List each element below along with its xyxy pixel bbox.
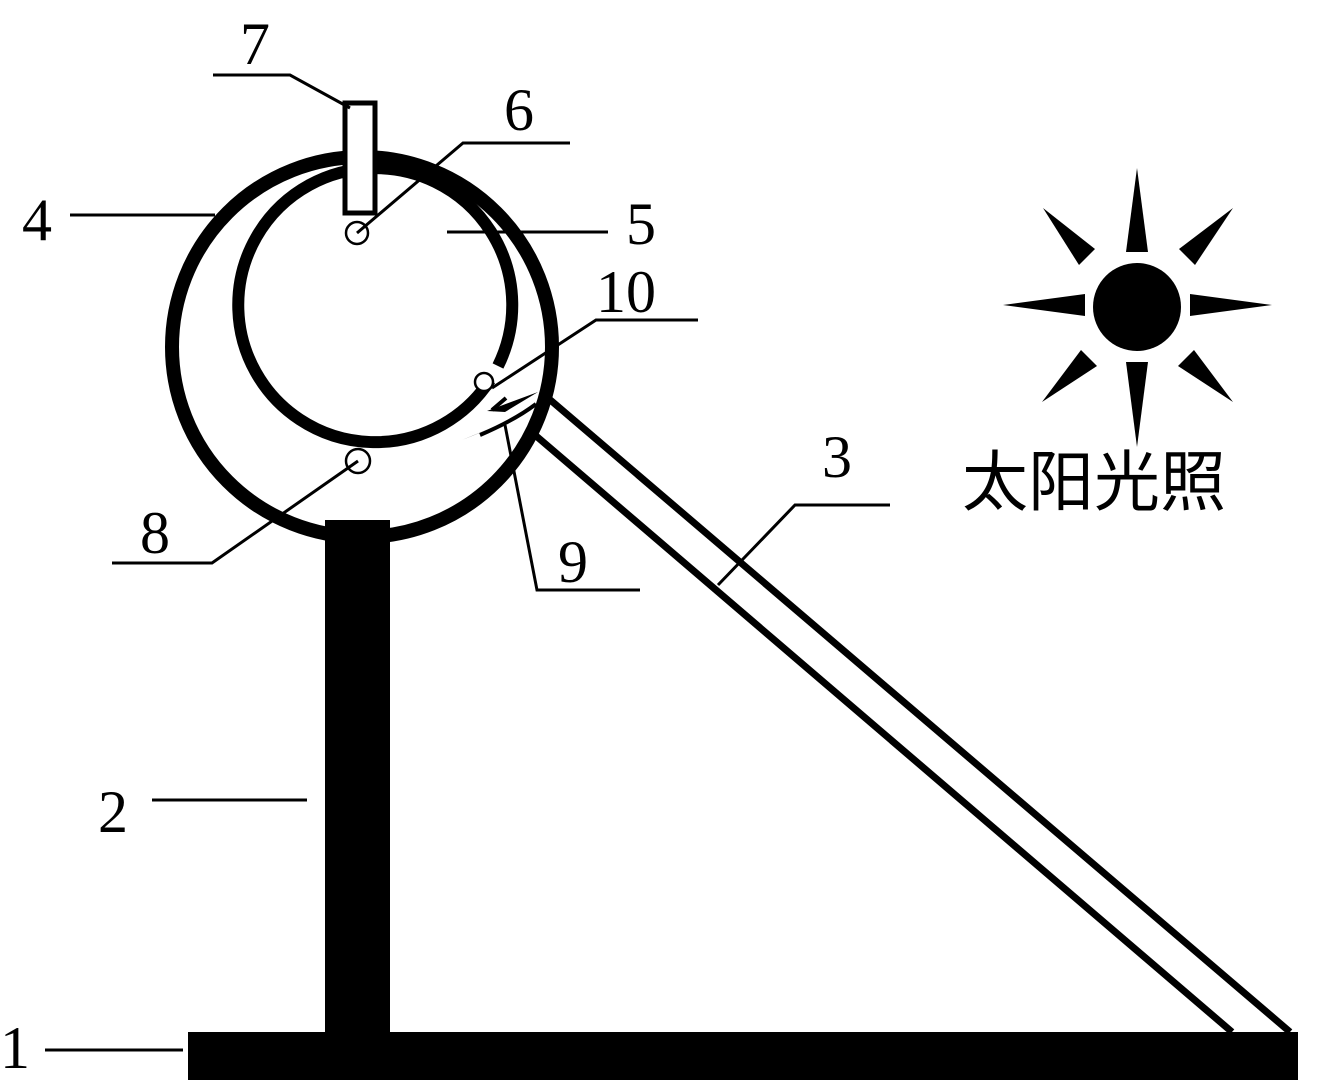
label-2: 2	[98, 779, 128, 845]
leader-10	[491, 318, 698, 390]
leader-8	[112, 459, 359, 565]
label-7: 7	[240, 11, 270, 77]
hook-point	[473, 371, 495, 393]
inner-ring	[232, 162, 519, 449]
label-1: 1	[0, 1015, 30, 1081]
sun-icon	[1003, 168, 1272, 447]
support-column	[325, 520, 390, 1035]
label-9: 9	[558, 529, 588, 595]
leader-7	[213, 73, 351, 110]
label-4: 4	[22, 187, 52, 253]
leader-9	[503, 424, 640, 592]
top-tab	[342, 100, 378, 216]
label-8: 8	[140, 500, 170, 566]
label-3: 3	[822, 424, 852, 490]
sunlight-caption: 太阳光照	[962, 444, 1226, 521]
label-6: 6	[504, 77, 534, 143]
label-10: 10	[596, 259, 656, 325]
label-5: 5	[626, 191, 656, 257]
hook-clip	[462, 392, 538, 440]
inclined-rod	[532, 395, 1293, 1035]
base-plate	[188, 1032, 1298, 1080]
leader-3	[716, 503, 890, 587]
leader-6	[356, 141, 570, 235]
